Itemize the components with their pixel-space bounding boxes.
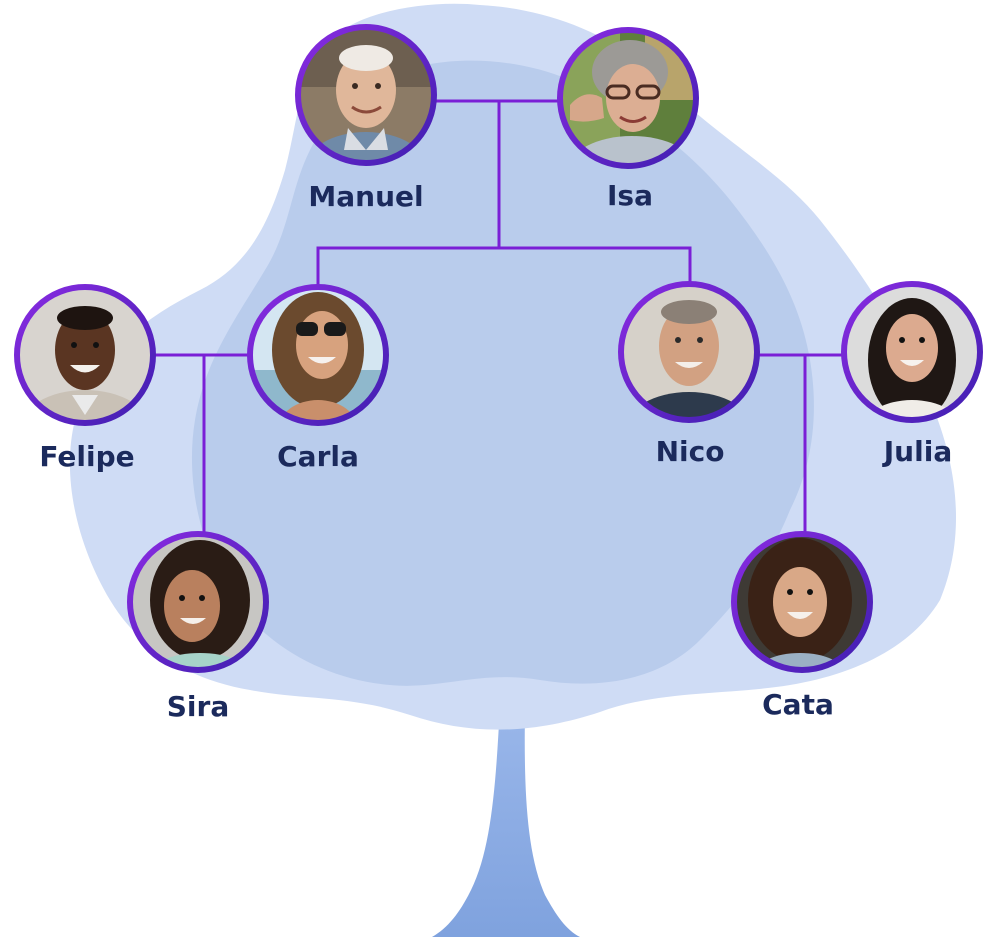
tree-trunk [432, 705, 580, 937]
manuel-photo-ring [295, 24, 437, 166]
isa-photo-ring [557, 27, 699, 169]
person-node-felipe[interactable]: Felipe [14, 284, 156, 473]
person-node-manuel[interactable]: Manuel [295, 24, 437, 213]
person-node-cata[interactable]: Cata [731, 531, 873, 721]
carla-photo [250, 287, 386, 423]
sira-photo-ring [127, 531, 269, 673]
carla-photo-ring [247, 284, 389, 426]
person-name-isa: Isa [607, 179, 653, 212]
person-name-julia: Julia [882, 435, 952, 468]
tree-canopy-inner [191, 60, 814, 686]
person-name-carla: Carla [277, 440, 359, 473]
person-name-sira: Sira [167, 690, 229, 723]
sira-photo [130, 534, 266, 670]
person-node-sira[interactable]: Sira [127, 531, 269, 723]
person-name-felipe: Felipe [39, 440, 134, 473]
person-name-nico: Nico [656, 435, 725, 468]
cata-photo-ring [731, 531, 873, 673]
nico-photo-ring [618, 281, 760, 423]
felipe-photo-ring [14, 284, 156, 426]
person-name-manuel: Manuel [308, 180, 423, 213]
person-name-cata: Cata [762, 688, 834, 721]
person-node-isa[interactable]: Isa [557, 27, 699, 212]
person-node-nico[interactable]: Nico [618, 281, 760, 468]
felipe-photo [17, 287, 153, 423]
person-node-julia[interactable]: Julia [841, 281, 983, 468]
julia-photo-ring [841, 281, 983, 423]
person-node-carla[interactable]: Carla [247, 284, 389, 473]
connector-lines [151, 99, 846, 536]
